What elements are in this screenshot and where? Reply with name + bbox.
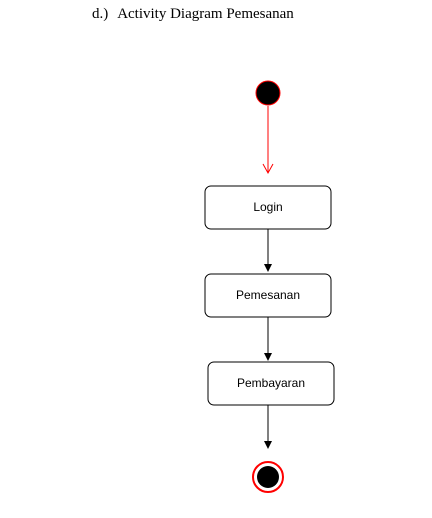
heading-title: Activity Diagram Pemesanan — [117, 6, 294, 22]
heading-number: d.) — [92, 6, 109, 22]
activity-pemesanan-label: Pemesanan — [236, 288, 300, 302]
page-heading: d.) Activity Diagram Pemesanan — [92, 6, 294, 23]
initial-node — [255, 80, 281, 106]
flow-pembayaran-to-end — [264, 405, 272, 449]
final-node — [252, 461, 284, 493]
flow-login-to-pemesanan — [264, 229, 272, 272]
activity-pembayaran: Pembayaran — [207, 361, 335, 406]
flow-start-to-login — [262, 106, 274, 175]
activity-login: Login — [204, 185, 332, 230]
flow-pemesanan-to-pembayaran — [264, 317, 272, 361]
activity-login-label: Login — [253, 200, 282, 214]
activity-pembayaran-label: Pembayaran — [237, 376, 305, 390]
activity-pemesanan: Pemesanan — [204, 273, 332, 318]
